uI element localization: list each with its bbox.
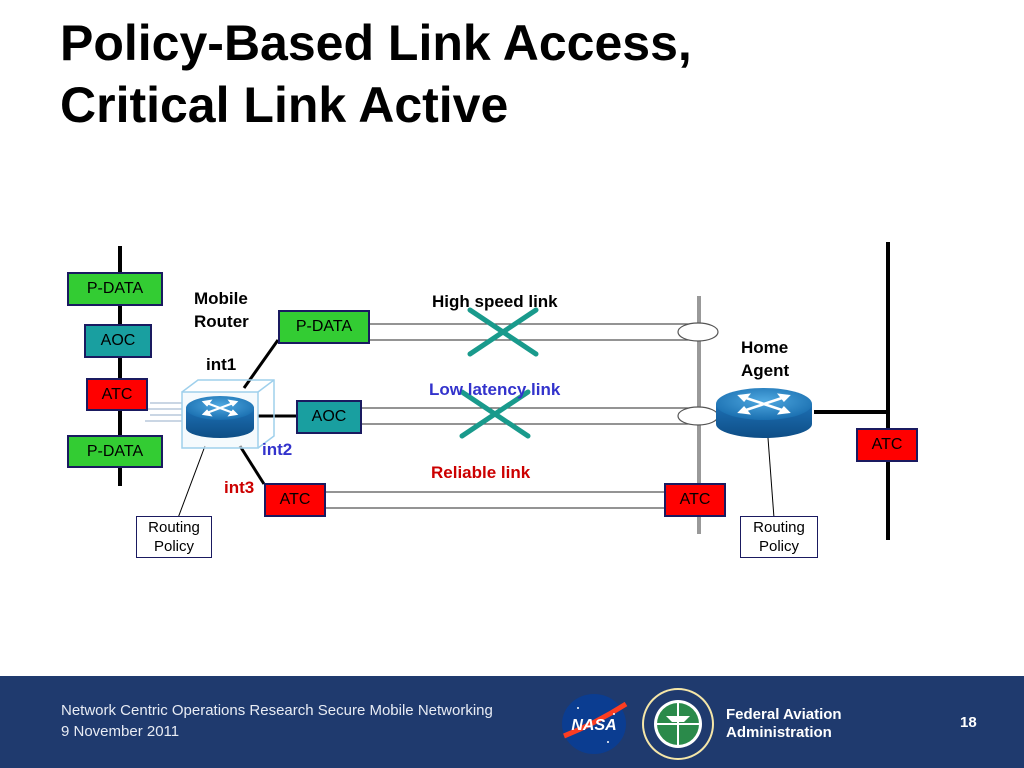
footer-program-text: Network Centric Operations Research Secu… xyxy=(61,702,493,719)
reliable-link-tube xyxy=(326,491,664,509)
int3-label: int3 xyxy=(224,478,255,497)
mobile-aoc-box: AOC xyxy=(84,324,152,358)
low-latency-aoc-box: AOC xyxy=(296,400,362,434)
faa-seal-icon xyxy=(642,688,714,760)
faa-name-line2: Administration xyxy=(726,724,832,741)
low-latency-link-tube xyxy=(362,406,719,426)
mobile-routing-policy-line1: Routing xyxy=(148,519,200,536)
mobile-router-icon xyxy=(186,396,254,438)
mobile-pdata-box-1: P-DATA xyxy=(67,272,163,306)
high-speed-link-tube xyxy=(370,322,719,342)
low-latency-link-label: Low latency link xyxy=(429,380,561,399)
home-atc-box: ATC xyxy=(856,428,918,462)
slide-title-line1: Policy-Based Link Access, xyxy=(60,15,692,71)
mobile-policy-connector xyxy=(177,445,206,519)
home-agent-label-line2: Agent xyxy=(741,361,790,380)
reliable-atc-box-right: ATC xyxy=(664,483,726,517)
home-agent-router-icon xyxy=(716,388,812,438)
home-routing-policy-line1: Routing xyxy=(753,519,805,536)
reliable-atc-box-left: ATC xyxy=(264,483,326,517)
reliable-link-label: Reliable link xyxy=(431,463,531,482)
high-speed-blocked-x-icon xyxy=(467,307,539,357)
home-routing-policy-box: Routing Policy xyxy=(740,516,818,558)
nasa-logo-text: NASA xyxy=(571,717,616,734)
mobile-router-motion-lines xyxy=(145,402,182,422)
home-policy-connector xyxy=(767,437,775,519)
high-speed-pdata-box: P-DATA xyxy=(278,310,370,344)
faa-name-line1: Federal Aviation xyxy=(726,706,842,723)
slide-title: Policy-Based Link Access, Critical Link … xyxy=(60,12,692,136)
home-agent-label-line1: Home xyxy=(741,338,789,357)
nasa-logo-icon: NASA xyxy=(562,694,628,754)
int2-label: int2 xyxy=(262,440,293,459)
home-agent-label: Home Agent xyxy=(741,336,789,382)
mobile-atc-box: ATC xyxy=(86,378,148,411)
high-speed-link-label: High speed link xyxy=(432,292,558,311)
mobile-routing-policy-box: Routing Policy xyxy=(136,516,212,558)
slide-footer: Network Centric Operations Research Secu… xyxy=(0,676,1024,768)
mobile-routing-policy-line2: Policy xyxy=(153,538,194,555)
network-diagram xyxy=(118,242,890,540)
mobile-router-label-line1: Mobile xyxy=(194,289,248,308)
page-number: 18 xyxy=(960,714,977,731)
low-latency-blocked-x-icon xyxy=(459,389,531,439)
slide-title-line2: Critical Link Active xyxy=(60,77,509,133)
faa-name: Federal Aviation Administration xyxy=(726,706,842,742)
footer-date-text: 9 November 2011 xyxy=(61,723,180,740)
mobile-router-label: Mobile Router xyxy=(194,287,249,333)
home-routing-policy-line2: Policy xyxy=(758,538,799,555)
mobile-router-label-line2: Router xyxy=(194,312,249,331)
int3-connector xyxy=(238,445,266,485)
mobile-pdata-box-2: P-DATA xyxy=(67,435,163,468)
int1-label: int1 xyxy=(206,355,237,374)
